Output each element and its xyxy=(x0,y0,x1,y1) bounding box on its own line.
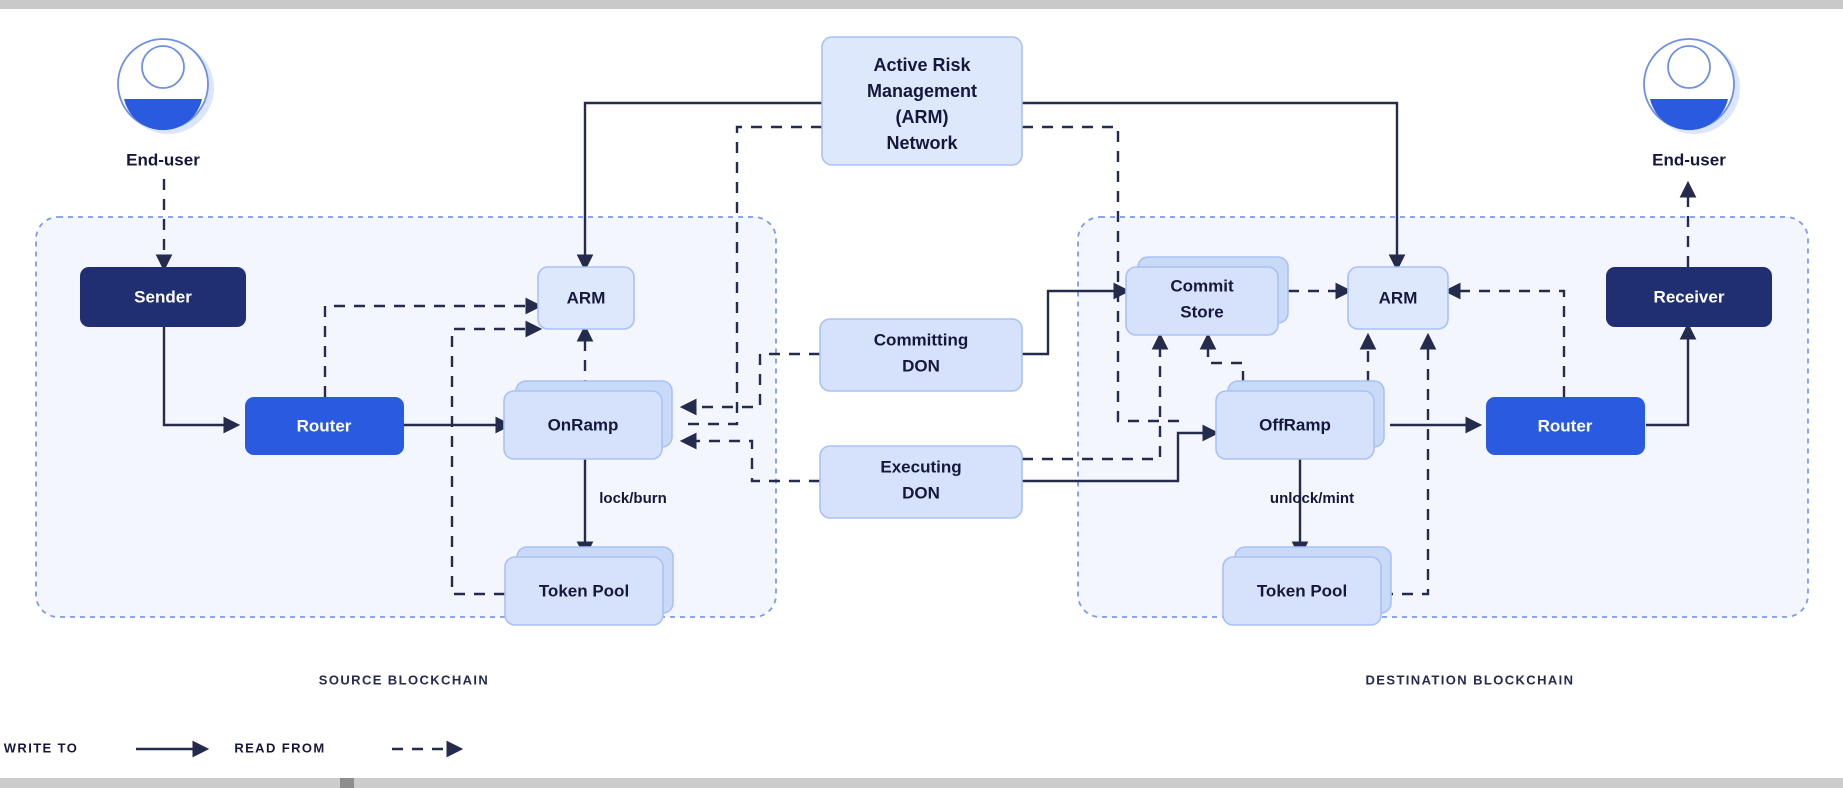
arm-source-label: ARM xyxy=(567,288,606,307)
offramp-label: OffRamp xyxy=(1259,415,1331,434)
router-source-label: Router xyxy=(297,416,352,435)
executing-don-line-1: Executing xyxy=(880,457,961,476)
browser-scrollbar-horizontal[interactable] xyxy=(0,778,1843,788)
node-arm-network[interactable]: Active Risk Management (ARM) Network xyxy=(821,36,1023,166)
browser-chrome-top-strip xyxy=(0,0,1843,9)
node-executing-don[interactable]: Executing DON xyxy=(819,445,1023,519)
edge-sender-to-router xyxy=(162,327,241,434)
node-token-pool-dest[interactable]: Token Pool xyxy=(1222,546,1392,626)
arm-network-line-3: (ARM) xyxy=(896,107,949,127)
edge-arm-network-reads-commitstore xyxy=(1022,125,1186,423)
arm-dest-label: ARM xyxy=(1379,288,1418,307)
arm-network-line-4: Network xyxy=(886,133,958,153)
router-dest-label: Router xyxy=(1538,416,1593,435)
edge-router-dest-reads-arm xyxy=(1443,282,1566,397)
node-offramp[interactable]: OffRamp xyxy=(1215,380,1385,460)
committing-don-line-1: Committing xyxy=(874,330,968,349)
label-end-user-left: End-user xyxy=(126,150,200,169)
node-arm-dest[interactable]: ARM xyxy=(1347,266,1449,330)
arm-network-line-2: Management xyxy=(867,81,977,101)
legend: WRITE TO READ FROM xyxy=(4,740,464,758)
receiver-label: Receiver xyxy=(1654,287,1725,306)
edge-committing-don-to-commit-store xyxy=(1022,282,1131,356)
commit-store-line-1: Commit xyxy=(1170,276,1234,295)
onramp-label: OnRamp xyxy=(548,415,619,434)
token-pool-source-label: Token Pool xyxy=(539,581,629,600)
edge-offramp-reads-commit-store xyxy=(1199,332,1245,402)
edge-executing-don-reads-commit-store xyxy=(1022,332,1169,461)
edge-committing-don-reads-onramp xyxy=(679,352,820,416)
node-sender[interactable]: Sender xyxy=(80,267,246,327)
node-committing-don[interactable]: Committing DON xyxy=(819,318,1023,392)
edge-executing-don-reads-onramp xyxy=(679,432,820,483)
avatar-end-user-left xyxy=(117,38,214,134)
sender-label: Sender xyxy=(134,287,192,306)
node-token-pool-source[interactable]: Token Pool xyxy=(504,546,674,626)
ccip-architecture-diagram: SOURCE BLOCKCHAIN DESTINATION BLOCKCHAIN… xyxy=(4,36,1809,758)
edge-label-unlock-mint: unlock/mint xyxy=(1270,490,1354,507)
label-end-user-right: End-user xyxy=(1652,150,1726,169)
node-receiver[interactable]: Receiver xyxy=(1606,267,1772,327)
committing-don-line-2: DON xyxy=(902,356,940,375)
edge-arm-network-reads-onramp xyxy=(684,125,822,426)
executing-don-line-2: DON xyxy=(902,483,940,502)
edge-executing-don-to-offramp xyxy=(1022,424,1220,483)
node-arm-source[interactable]: ARM xyxy=(537,266,635,330)
node-router-source[interactable]: Router xyxy=(245,397,404,455)
node-router-dest[interactable]: Router xyxy=(1486,397,1645,455)
edge-tokenpool-reads-arm-source xyxy=(450,320,543,596)
node-commit-store[interactable]: Commit Store xyxy=(1125,256,1289,336)
commit-store-line-2: Store xyxy=(1180,302,1223,321)
legend-label-read-from: READ FROM xyxy=(234,740,325,755)
edge-arm-network-to-dest-arm xyxy=(1022,101,1406,272)
zone-label-destination: DESTINATION BLOCKCHAIN xyxy=(1366,672,1575,687)
avatar-end-user-right xyxy=(1643,38,1740,134)
node-onramp[interactable]: OnRamp xyxy=(503,380,673,460)
edge-label-lock-burn: lock/burn xyxy=(599,490,667,507)
edge-arm-network-to-source-arm xyxy=(576,101,822,272)
legend-label-write-to: WRITE TO xyxy=(4,740,79,755)
arm-network-line-1: Active Risk xyxy=(873,55,971,75)
zone-label-source: SOURCE BLOCKCHAIN xyxy=(319,672,489,687)
edge-router-dest-to-receiver xyxy=(1646,322,1697,427)
edge-router-reads-arm-source xyxy=(323,297,543,397)
token-pool-dest-label: Token Pool xyxy=(1257,581,1347,600)
scrollbar-thumb[interactable] xyxy=(340,778,354,788)
